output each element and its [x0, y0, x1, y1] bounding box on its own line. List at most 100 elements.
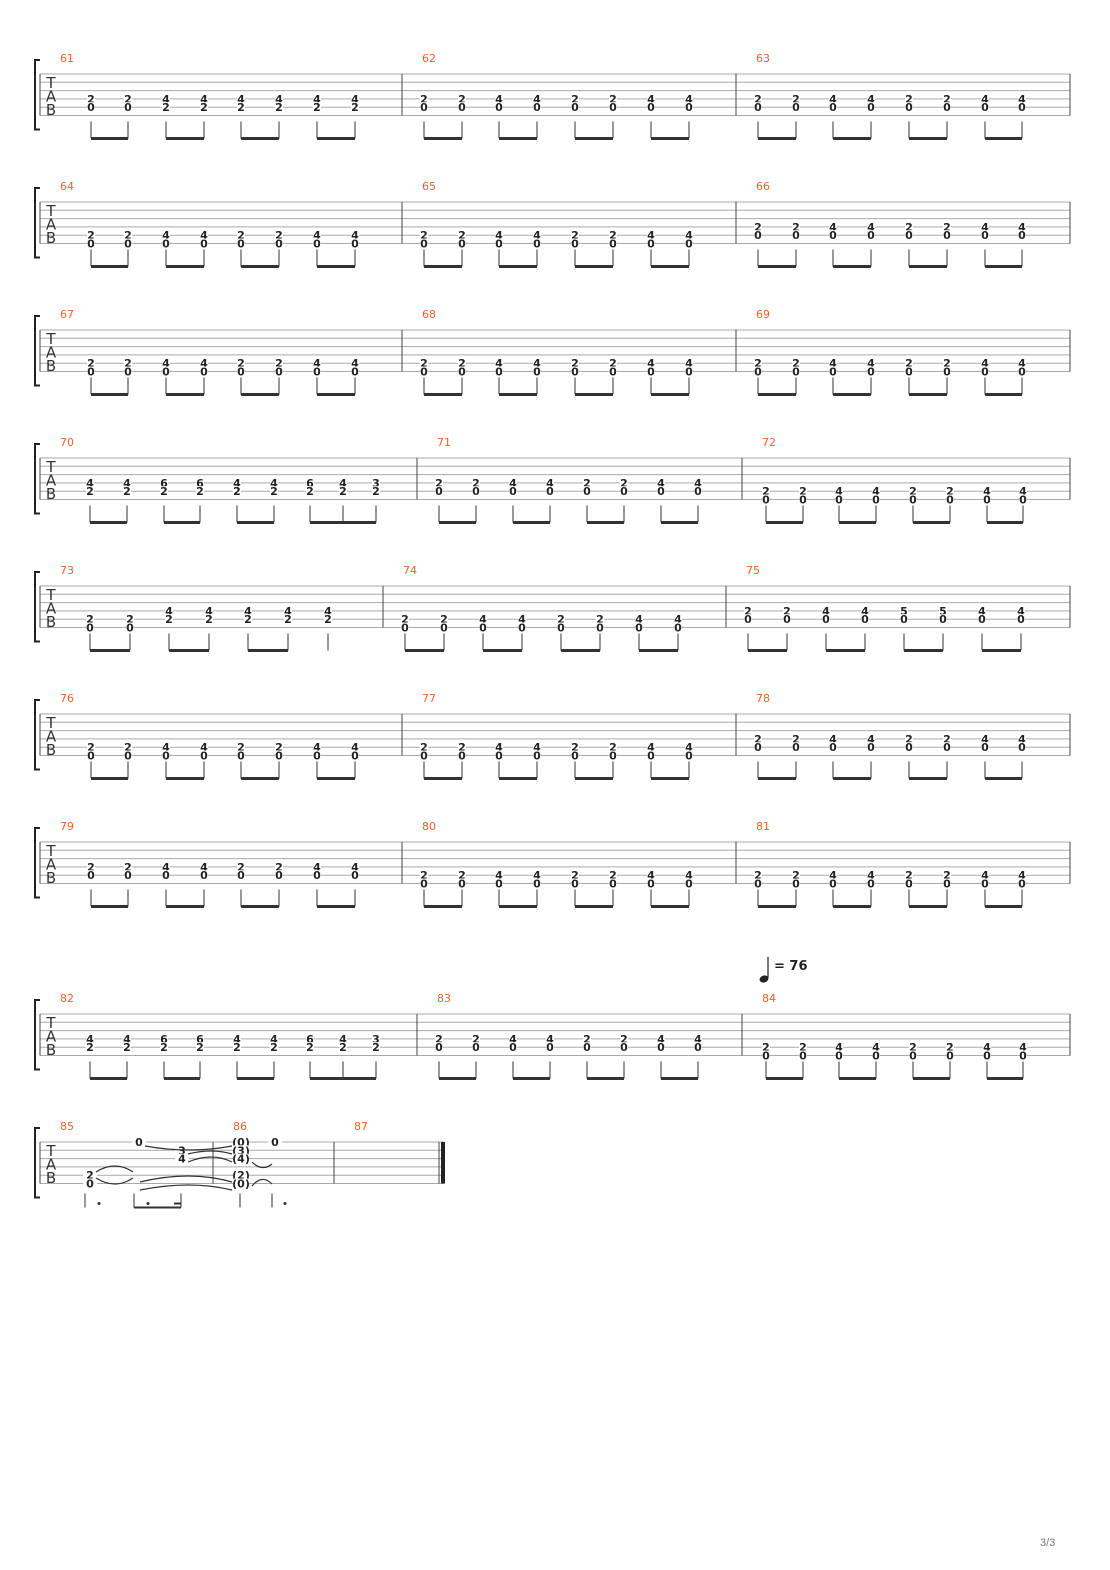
fret-bg — [583, 1033, 591, 1044]
fret-bg — [275, 870, 283, 881]
tab-clef-letter: T — [45, 202, 56, 220]
tie — [139, 1175, 233, 1183]
fret-bg — [867, 358, 875, 369]
fret-number: 4 — [867, 869, 875, 882]
fret-number: 0 — [943, 101, 951, 114]
fret-number: 0 — [744, 613, 752, 626]
fret-number: 4 — [479, 613, 487, 626]
fret-number: 0 — [685, 101, 693, 114]
fret-number: 2 — [905, 357, 913, 370]
fret-number: 0 — [685, 878, 693, 891]
fret-number: 2 — [458, 869, 466, 882]
fret-number: 2 — [943, 221, 951, 234]
fret-number: 0 — [657, 485, 665, 498]
fret-number: 0 — [939, 613, 947, 626]
fret-number: 0 — [495, 878, 503, 891]
fret-bg — [458, 742, 466, 753]
fret-bg — [124, 750, 132, 761]
fret-number: 2 — [762, 485, 770, 498]
fret-bg — [872, 486, 880, 497]
tie — [187, 1156, 233, 1163]
fret-bg — [495, 870, 503, 881]
fret-bg — [905, 102, 913, 113]
fret-number: 2 — [905, 93, 913, 106]
fret-number: 0 — [609, 878, 617, 891]
fret-number: 4 — [244, 605, 252, 618]
fret-number: 0 — [943, 229, 951, 242]
fret-number: (0) — [232, 1178, 250, 1191]
fret-bg — [943, 878, 951, 889]
fret-bg — [458, 358, 466, 369]
fret-bg — [867, 221, 875, 232]
fret-number: 0 — [635, 622, 643, 635]
measure-number: 83 — [437, 992, 451, 1005]
fret-number: 4 — [1018, 733, 1026, 746]
fret-number: 4 — [533, 357, 541, 370]
fret-number: 4 — [981, 869, 989, 882]
fret-bg — [200, 230, 208, 241]
fret-bg — [124, 238, 132, 249]
fret-bg — [620, 1042, 628, 1053]
fret-number: 2 — [86, 1041, 94, 1054]
fret-number: 0 — [620, 1041, 628, 1054]
fret-bg — [754, 878, 762, 889]
fret-bg — [829, 733, 837, 744]
fret-bg — [495, 366, 503, 377]
fret-bg — [939, 614, 947, 625]
fret-number: 0 — [495, 101, 503, 114]
fret-bg — [571, 93, 579, 104]
fret-bg — [799, 494, 807, 505]
measure-number: 86 — [233, 1120, 247, 1133]
fret-number: 4 — [829, 869, 837, 882]
fret-bg — [87, 230, 95, 241]
fret-bg — [546, 477, 554, 488]
fret-bg — [694, 1033, 702, 1044]
fret-bg — [160, 486, 168, 497]
fret-number: 0 — [647, 101, 655, 114]
measure-number: 70 — [60, 436, 74, 449]
fret-number: 2 — [744, 605, 752, 618]
fret-number: 2 — [571, 869, 579, 882]
fret-number: 0 — [596, 622, 604, 635]
fret-bg — [509, 1033, 517, 1044]
tab-clef-letter: B — [46, 613, 56, 631]
fret-bg — [87, 742, 95, 753]
fret-number: 3 — [372, 477, 380, 490]
fret-number: 4 — [657, 477, 665, 490]
fret-number: 4 — [351, 741, 359, 754]
fret-bg — [200, 238, 208, 249]
fret-bg — [829, 366, 837, 377]
fret-bg — [275, 358, 283, 369]
fret-number: 2 — [458, 229, 466, 242]
system-bracket — [34, 699, 40, 771]
fret-bg — [472, 1042, 480, 1053]
fret-number: 4 — [867, 357, 875, 370]
fret-number: 2 — [557, 613, 565, 626]
fret-number: 4 — [123, 1033, 131, 1046]
fret-number: 4 — [533, 869, 541, 882]
fret-number: 2 — [440, 613, 448, 626]
fret-bg — [596, 614, 604, 625]
fret-bg — [162, 750, 170, 761]
fret-number: 4 — [200, 229, 208, 242]
fret-bg — [762, 1042, 770, 1053]
fret-number: 2 — [306, 1041, 314, 1054]
fret-number: 2 — [420, 357, 428, 370]
page-number: 3/3 — [1040, 1537, 1056, 1549]
tab-clef-letter: T — [45, 458, 56, 476]
fret-number: 4 — [861, 605, 869, 618]
fret-number: 2 — [162, 101, 170, 114]
fret-bg — [87, 861, 95, 872]
fret-number: 6 — [196, 1033, 204, 1046]
fret-bg — [162, 366, 170, 377]
fret-bg — [983, 486, 991, 497]
fret-bg — [946, 1042, 954, 1053]
fret-number: 0 — [87, 101, 95, 114]
fret-number: 2 — [946, 485, 954, 498]
fret-bg — [233, 477, 241, 488]
tempo-text: = 76 — [774, 959, 808, 974]
fret-bg — [275, 366, 283, 377]
fret-number: 4 — [313, 229, 321, 242]
fret-number: 0 — [981, 366, 989, 379]
fret-bg — [829, 358, 837, 369]
